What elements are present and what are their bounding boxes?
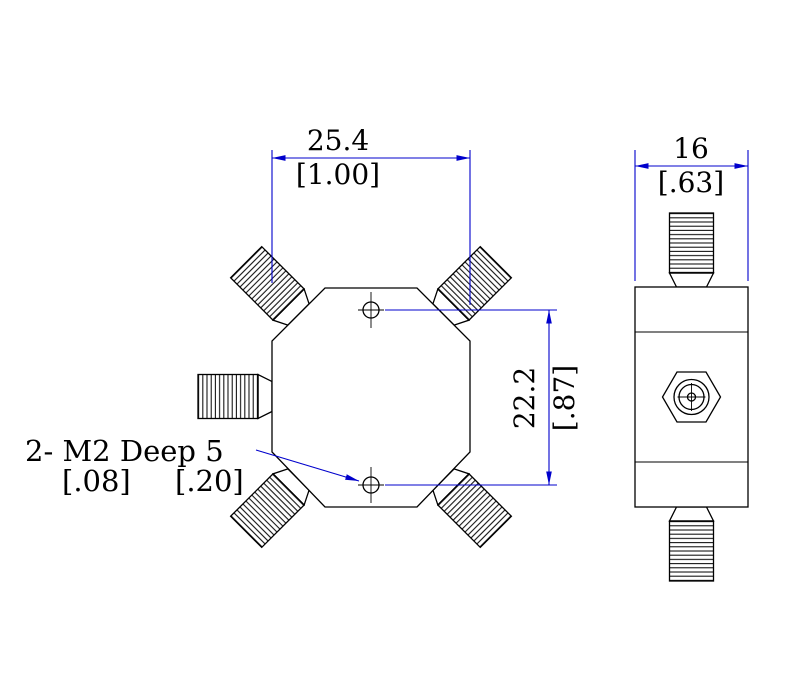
connector-left (197, 373, 273, 420)
connector-top-side (668, 212, 715, 288)
dim-side-width-in: [.63] (658, 166, 724, 199)
connector-bottom-side (668, 506, 715, 582)
body-outline (271, 287, 471, 508)
dimension-front-width: 25.4 [1.00] (271, 124, 471, 305)
mounting-hole-top (358, 292, 384, 328)
front-view (197, 245, 513, 549)
dim-side-width-mm: 16 (673, 132, 709, 165)
side-view (634, 212, 749, 582)
dimension-side-width: 16 [.63] (634, 132, 749, 281)
note-depth-in: [.20] (175, 464, 244, 498)
dim-hole-spacing-mm: 22.2 (508, 367, 541, 429)
leader-line (255, 449, 360, 482)
dim-front-width-in: [1.00] (296, 158, 380, 191)
hex-connector-face (661, 371, 722, 423)
dim-front-width-mm: 25.4 (307, 124, 369, 157)
thread-note: 2- M2 Deep 5 [.08] [.20] (25, 434, 360, 498)
dimension-hole-spacing: 22.2 [.87] (385, 309, 581, 486)
note-thread-callout: 2- M2 Deep 5 (25, 434, 224, 468)
dim-hole-spacing-in: [.87] (548, 365, 581, 431)
note-dia-in: [.08] (62, 464, 131, 498)
mounting-hole-bottom (358, 467, 384, 503)
